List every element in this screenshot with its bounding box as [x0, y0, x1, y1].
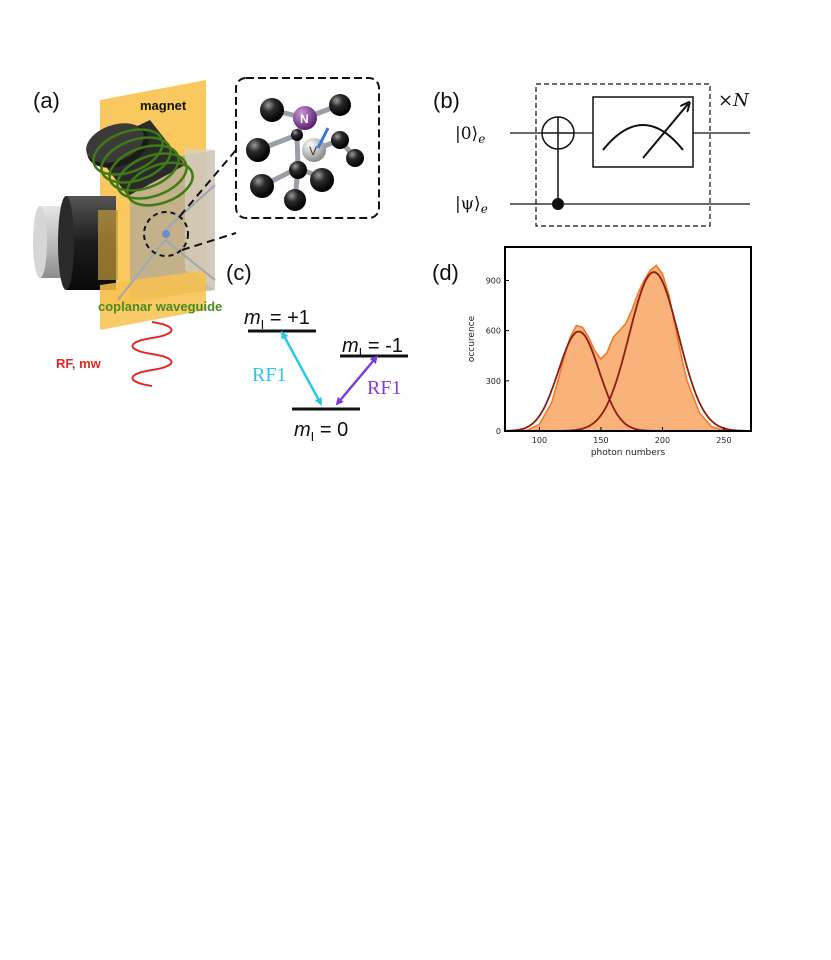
panel-b: (b) ×N |0⟩e |ψ⟩e — [433, 83, 750, 227]
panel-c: (c) mI = +1 mI = -1 mI = 0 RF1 RF1 — [226, 260, 408, 444]
panel-b-label: (b) — [433, 88, 460, 113]
ket-top: |0⟩e — [455, 124, 485, 146]
histogram-chart: 100 150 200 250 0 300 600 900 photon numbers occu… — [467, 246, 752, 458]
nv-center-marker — [162, 230, 170, 238]
repeat-box — [535, 83, 711, 227]
y-tick-label: 0 — [496, 427, 501, 436]
zoom-line-top — [179, 149, 237, 217]
rf-right-label: RF1 — [367, 377, 401, 399]
panel-a-label: (a) — [33, 88, 60, 113]
rf-wave-icon — [131, 321, 173, 387]
meter-arc-icon — [602, 124, 684, 151]
nitrogen-atom — [293, 106, 317, 130]
ket-bottom: |ψ⟩e — [455, 194, 488, 216]
cnot-control-dot — [552, 198, 564, 210]
rf-transition-left-arrow — [281, 330, 323, 406]
zoom-line-bottom — [181, 232, 237, 251]
spin-arrow-icon — [316, 127, 330, 149]
rf-left-label: RF1 — [252, 364, 286, 386]
waveguide-label: coplanar waveguide — [98, 299, 222, 314]
coil — [86, 120, 194, 207]
plot-frame — [504, 246, 752, 432]
vacancy-atom-label: V — [309, 144, 317, 158]
panel-d: (d) 100 150 200 250 0 300 600 900 photon numbers… — [432, 246, 752, 458]
x-tick-label: 100 — [532, 436, 547, 445]
magnet-plate-lower — [100, 270, 206, 330]
panel-c-label: (c) — [226, 260, 252, 285]
objective-lens — [33, 196, 118, 290]
level-minus-label: mI = -1 — [342, 335, 403, 360]
x-tick-label: 200 — [655, 436, 670, 445]
y-tick-label: 900 — [486, 276, 501, 285]
level-plus-label: mI = +1 — [244, 307, 310, 332]
histogram-area — [514, 264, 749, 432]
rf-label: RF, mw — [56, 356, 102, 371]
measurement-box — [592, 96, 694, 168]
y-tick-label: 300 — [486, 377, 501, 386]
panel-d-label: (d) — [432, 260, 459, 285]
magnet-label: magnet — [140, 98, 187, 113]
rf-transition-right-arrow — [335, 355, 378, 406]
zoom-circle — [143, 211, 189, 257]
meter-needle-icon — [642, 104, 688, 159]
y-axis-label: occurence — [467, 315, 477, 362]
level-zero-label: mI = 0 — [294, 419, 348, 444]
x-tick-label: 250 — [716, 436, 731, 445]
y-tick-label: 600 — [486, 327, 501, 336]
x-tick-label: 150 — [593, 436, 608, 445]
carbon-atoms — [246, 94, 364, 211]
waveguide-lines — [117, 184, 216, 301]
x-axis-label: photon numbers — [591, 448, 666, 458]
repeat-label: ×N — [718, 90, 750, 111]
nitrogen-atom-label: N — [300, 112, 309, 126]
panel-a: (a) magnet — [33, 77, 380, 387]
